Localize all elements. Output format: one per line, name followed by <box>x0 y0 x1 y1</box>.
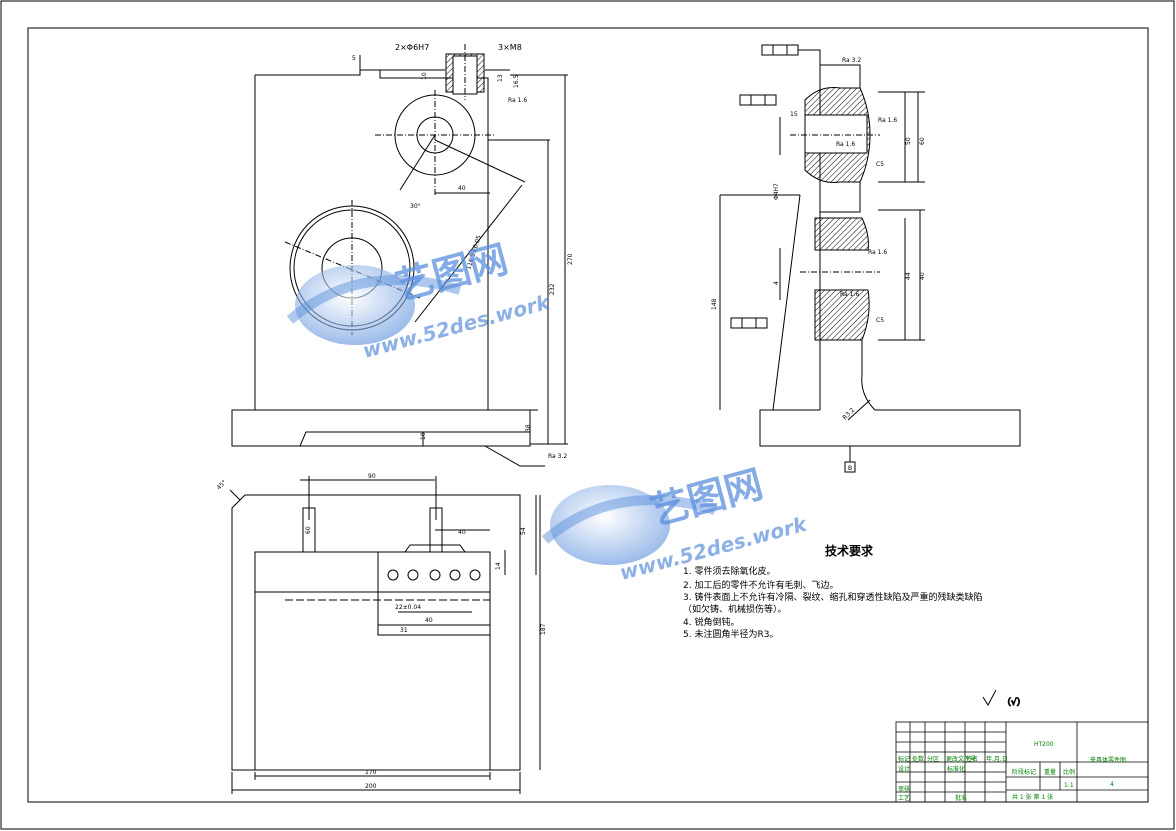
dim-38: 38 <box>525 424 532 432</box>
tb-label-count: 处数 <box>912 755 924 763</box>
dim-bore-upper: Φ4H7 <box>773 183 780 200</box>
tb-label-review: 审核 <box>898 785 910 793</box>
top-view-labels: 45° 90 40 60 54 14 40 22±0.04 31 187 170… <box>215 473 547 790</box>
dim-10: 10 <box>421 72 428 80</box>
dim-187: 187 <box>540 623 547 635</box>
ra-r1: Ra 3.2 <box>842 57 861 64</box>
dim-40-a: 40 <box>458 185 466 192</box>
watermark-brand-1: 艺图网 <box>391 237 513 309</box>
dim-13: 13 <box>497 74 504 82</box>
dim-60-r-upper: 60 <box>919 137 926 145</box>
dim-50-r: 50 <box>905 137 912 145</box>
tb-label-docno: 更改文件号 <box>946 755 976 763</box>
ra-r5: Ra 1.6 <box>840 291 859 298</box>
dim-16-5: 16.5 <box>513 74 520 88</box>
dim-holes-left: 2×Φ6H7 <box>395 43 429 52</box>
dim-270: 270 <box>567 253 574 265</box>
dim-31: 31 <box>400 627 408 634</box>
tb-label-design: 设计 <box>898 765 910 773</box>
tb-label-stage: 阶段标记 <box>1012 768 1036 776</box>
dim-200: 200 <box>365 783 377 790</box>
dim-holes-right: 3×M8 <box>498 43 522 52</box>
dim-170: 170 <box>365 769 377 776</box>
dim-5: 5 <box>352 55 356 62</box>
front-view <box>231 44 568 467</box>
front-view-labels: 2×Φ6H7 3×M8 5 10 13 16.5 Ra 1.6 40 30° 1… <box>352 43 574 460</box>
dim-90: 90 <box>368 473 376 480</box>
dim-40-r: 40 <box>919 272 926 280</box>
title-block-text: HT200 夹具体零件图 4 1:1 共 1 张 第 1 张 标记 处数 分区 … <box>898 741 1126 802</box>
chamfer-c5-b: C5 <box>876 317 884 324</box>
roughness-note: （√） <box>1002 697 1026 708</box>
section-view <box>719 44 1021 473</box>
title-block <box>895 721 1149 803</box>
tb-label-scale: 比例 <box>1063 768 1075 776</box>
technical-requirements: 技术要求 1. 零件须去除氧化皮。 2. 加工后的零件不允许有毛刺、飞边。 3.… <box>683 543 982 640</box>
dim-40-c: 40 <box>425 617 433 624</box>
chamfer-c5-a: C5 <box>876 161 884 168</box>
sheet-count: 共 1 张 第 1 张 <box>1012 793 1053 801</box>
dim-10-b: 10 <box>420 432 427 440</box>
dim-40-b: 40 <box>458 529 466 536</box>
roughness-symbol: （√） <box>982 689 1026 709</box>
ra-base: Ra 3.2 <box>548 453 567 460</box>
tb-label-weight: 重量 <box>1044 768 1056 776</box>
tb-label-process: 工艺 <box>898 794 910 802</box>
dim-44: 44 <box>905 272 912 280</box>
requirement-2: 2. 加工后的零件不允许有毛刺、飞边。 <box>683 579 838 591</box>
tb-label-sign: 签名 <box>966 755 978 763</box>
requirement-5: 5. 未注圆角半径为R3。 <box>683 628 778 640</box>
requirement-3: 3. 铸件表面上不允许有冷隔、裂纹、缩孔和穿透性缺陷及严重的残缺类缺陷 <box>683 591 982 603</box>
requirement-1: 1. 零件须去除氧化皮。 <box>683 565 775 577</box>
dim-c1: 15 <box>790 111 798 118</box>
ra-r2: Ra 1.6 <box>878 117 897 124</box>
material: HT200 <box>1034 741 1054 748</box>
tb-label-zone: 分区 <box>927 755 939 763</box>
tb-label-approve: 批准 <box>955 794 967 802</box>
drawing-name: 夹具体零件图 <box>1090 756 1126 764</box>
dim-14: 14 <box>495 562 502 570</box>
tb-label-date: 年.月.日 <box>986 755 1008 763</box>
requirement-4: 4. 锐角倒钝。 <box>683 616 739 628</box>
dim-bore-lower: 4 <box>773 281 780 285</box>
ra-r4: Ra 1.6 <box>868 249 887 256</box>
dim-54: 54 <box>520 527 527 535</box>
dim-60: 60 <box>305 526 312 534</box>
datum-label: B <box>848 465 852 472</box>
tb-label-standard: 标准化 <box>947 765 965 773</box>
dim-148: 148 <box>711 298 718 310</box>
scale: 1:1 <box>1064 782 1074 789</box>
tb-label-mark: 标记 <box>898 755 910 763</box>
dim-232: 232 <box>549 283 556 295</box>
watermark-1: 艺图网 www.52des.work <box>286 237 554 363</box>
requirements-title: 技术要求 <box>825 543 874 558</box>
ra-top: Ra 1.6 <box>508 97 527 104</box>
inner-frame <box>27 27 1149 803</box>
ra-r3: Ra 1.6 <box>836 141 855 148</box>
top-view <box>229 476 541 794</box>
dim-45-deg: 45° <box>215 479 227 491</box>
requirement-3-cont: （如欠铸、机械损伤等）。 <box>683 603 787 615</box>
dim-22: 22±0.04 <box>395 604 421 611</box>
dim-30-deg: 30° <box>410 203 421 210</box>
sheet-number: 4 <box>1110 781 1114 788</box>
watermark-brand-2: 艺图网 <box>646 462 768 534</box>
